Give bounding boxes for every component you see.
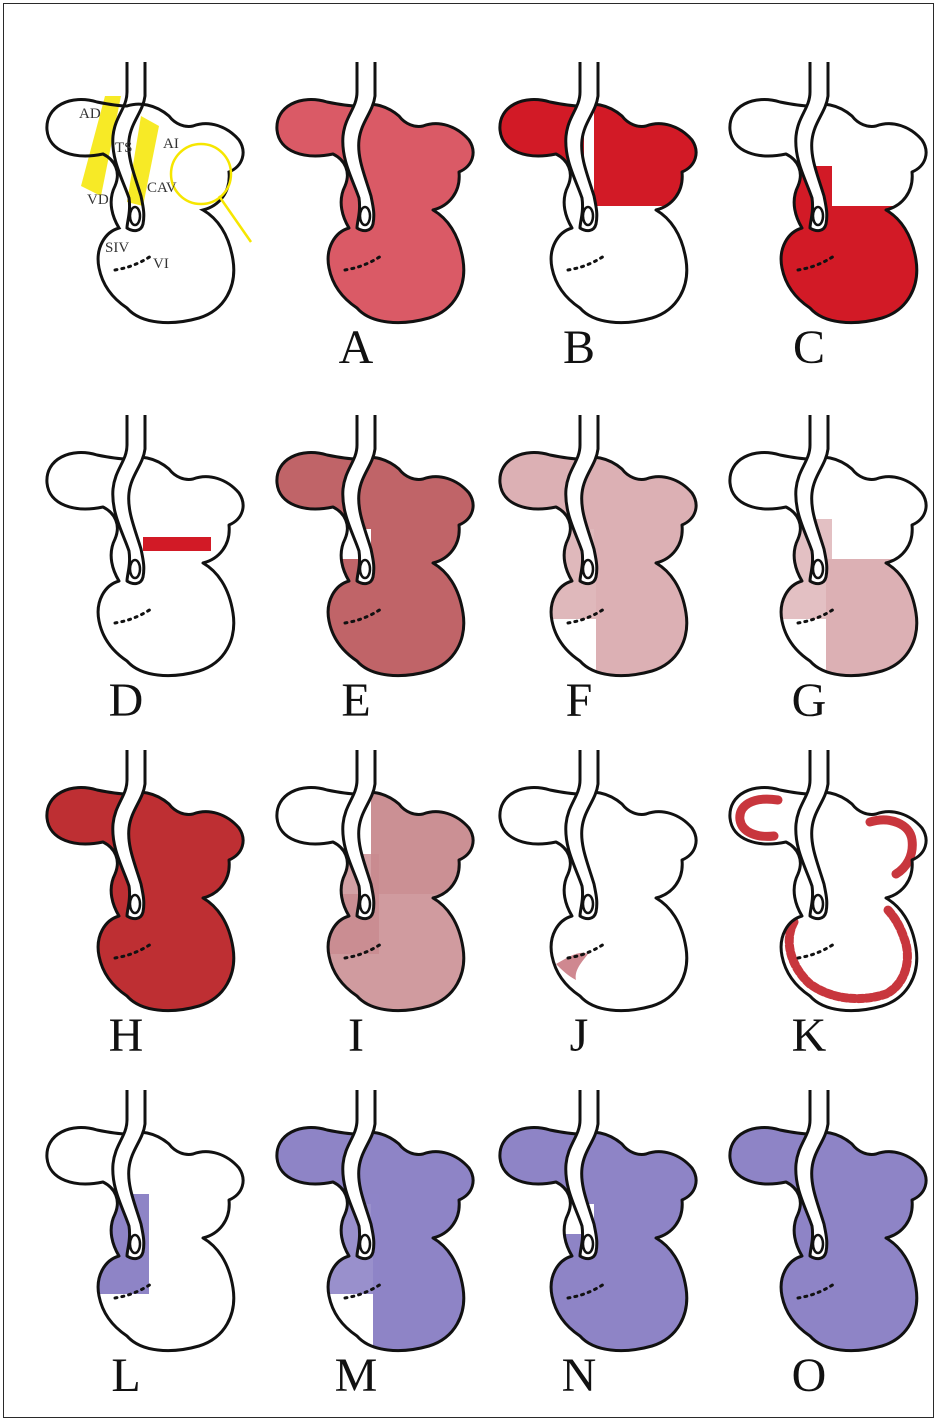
tube-loop xyxy=(360,895,370,913)
tube-loop xyxy=(583,895,593,913)
panel-letter: E xyxy=(261,671,451,731)
label-ts: TS xyxy=(115,140,133,156)
panel-m: M xyxy=(261,1084,491,1414)
panel-letter: J xyxy=(484,1006,674,1066)
panel-o-heart xyxy=(714,1084,939,1384)
septum-dotted-line xyxy=(568,256,604,270)
panel-n: N xyxy=(484,1084,714,1414)
tube-loop xyxy=(583,560,593,578)
tube-loop xyxy=(813,1235,823,1253)
label-vi: VI xyxy=(153,256,169,272)
tube-loop xyxy=(130,207,140,225)
panel-k-heart xyxy=(714,744,939,1044)
panel-o: O xyxy=(714,1084,939,1414)
panel-letter: I xyxy=(261,1006,451,1066)
tube-loop xyxy=(130,895,140,913)
septum-dotted-line xyxy=(115,256,151,270)
tube-loop xyxy=(813,207,823,225)
panel-l: L xyxy=(31,1084,261,1414)
panel-letter: C xyxy=(714,318,904,378)
reference-panel: AD TS AI VD CAV SIV VI xyxy=(31,56,261,386)
panel-letter: A xyxy=(261,318,451,378)
outflow-tube xyxy=(113,415,145,584)
panel-letter: G xyxy=(714,671,904,731)
panel-letter: D xyxy=(31,671,221,731)
panel-b-heart xyxy=(484,56,714,356)
panel-m-heart xyxy=(261,1084,491,1384)
stain-region-lowerVentricles xyxy=(484,1234,714,1364)
panel-letter: L xyxy=(31,1346,221,1406)
panel-j-heart xyxy=(484,744,714,1044)
label-ai: AI xyxy=(163,136,179,152)
tube-loop xyxy=(130,560,140,578)
panel-b: B xyxy=(484,56,714,386)
panel-c: C xyxy=(714,56,939,386)
tube-loop xyxy=(813,895,823,913)
panel-i-heart xyxy=(261,744,491,1044)
panel-h: H xyxy=(31,744,261,1074)
panel-n-heart xyxy=(484,1084,714,1384)
stain-wall-band xyxy=(789,908,907,999)
tube-loop xyxy=(583,207,593,225)
panel-i: I xyxy=(261,744,491,1074)
panel-letter: H xyxy=(31,1006,221,1066)
tube-loop xyxy=(130,1235,140,1253)
tube-loop xyxy=(360,1235,370,1253)
panel-a-heart xyxy=(261,56,491,356)
label-cav: CAV xyxy=(147,180,177,196)
panel-letter: O xyxy=(714,1346,904,1406)
panel-h-heart xyxy=(31,744,261,1044)
panel-k: K xyxy=(714,744,939,1074)
panel-g-heart xyxy=(714,409,939,709)
panel-c-heart xyxy=(714,56,939,356)
panel-f: F xyxy=(484,409,714,739)
panel-letter: F xyxy=(484,671,674,731)
panel-letter: N xyxy=(484,1346,674,1406)
panel-f-heart xyxy=(484,409,714,709)
panel-g: G xyxy=(714,409,939,739)
stain-region-lowerVentricles xyxy=(261,559,491,689)
tube-loop xyxy=(360,207,370,225)
label-siv: SIV xyxy=(105,240,129,256)
label-ad: AD xyxy=(79,106,101,122)
outflow-tube xyxy=(566,62,598,231)
panel-e-heart xyxy=(261,409,491,709)
panel-j: J xyxy=(484,744,714,1074)
panel-l-heart xyxy=(31,1084,261,1384)
stain-wall-band xyxy=(870,820,912,874)
tube-loop xyxy=(813,560,823,578)
panel-a: A xyxy=(261,56,491,386)
outflow-tube xyxy=(796,750,828,919)
outflow-tube xyxy=(566,750,598,919)
panel-d-heart xyxy=(31,409,261,709)
stain-region-canalBand xyxy=(143,537,211,551)
tube-loop xyxy=(360,560,370,578)
tube-loop xyxy=(583,1235,593,1253)
reference-heart-diagram: AD TS AI VD CAV SIV VI xyxy=(31,56,261,356)
stain-wall-band xyxy=(740,799,778,836)
panel-letter: K xyxy=(714,1006,904,1066)
highlight-canal-circle xyxy=(171,144,231,204)
panel-letter: M xyxy=(261,1346,451,1406)
panel-d: D xyxy=(31,409,261,739)
panel-e: E xyxy=(261,409,491,739)
septum-dotted-line xyxy=(115,609,151,623)
panel-letter: B xyxy=(484,318,674,378)
highlight-pointer-line xyxy=(219,196,251,242)
label-vd: VD xyxy=(87,192,109,208)
septum-dotted-line xyxy=(798,944,834,958)
